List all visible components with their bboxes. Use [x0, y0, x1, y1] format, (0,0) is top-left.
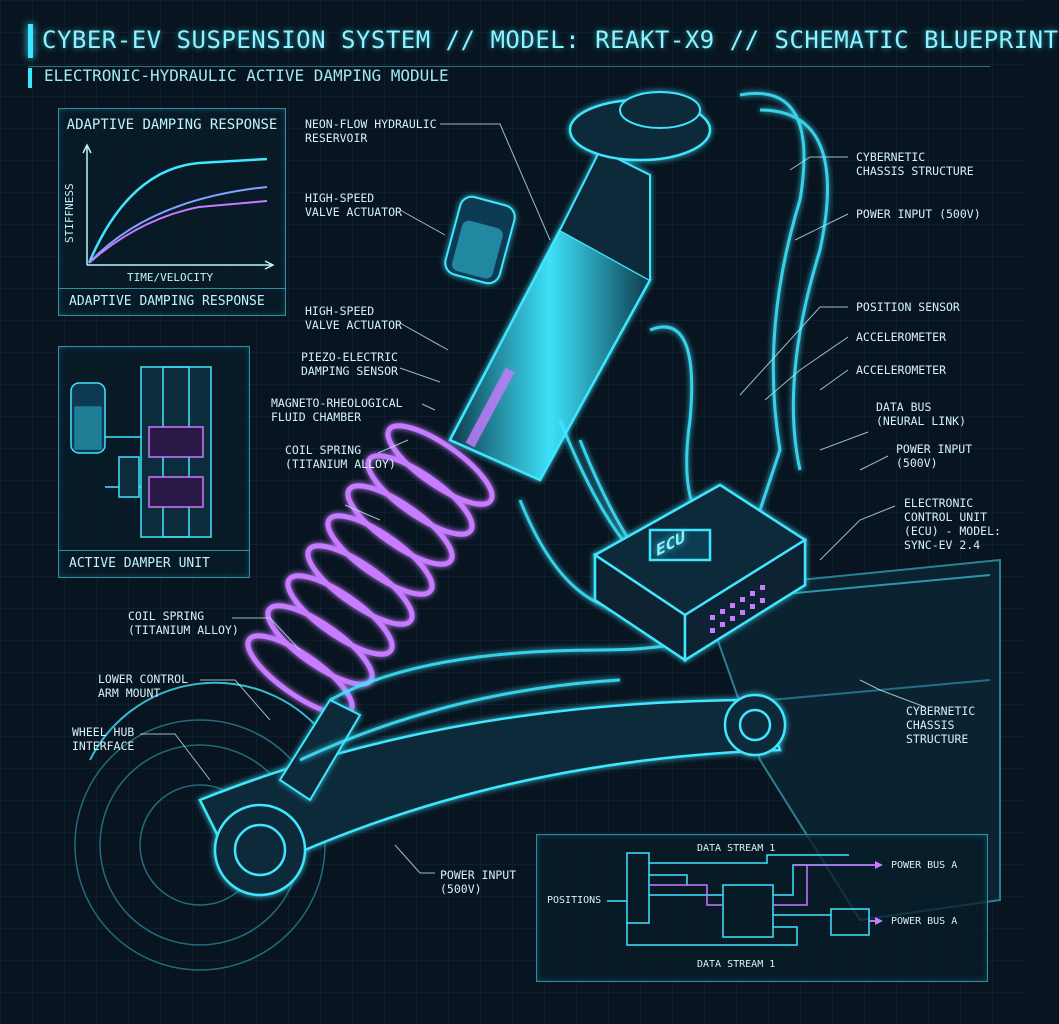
damping-response-panel: ADAPTIVE DAMPING RESPONSE STIFFNESS TIME…: [58, 108, 286, 316]
callout-piezo-sensor: PIEZO-ELECTRIC DAMPING SENSOR: [301, 350, 398, 378]
callout-control-arm-mount: LOWER CONTROL ARM MOUNT: [98, 672, 189, 700]
callout-power-input-upper: POWER INPUT (500V): [856, 207, 981, 221]
callout-accelerometer-1: ACCELEROMETER: [856, 330, 947, 344]
damper-panel-caption: ACTIVE DAMPER UNIT: [59, 550, 249, 577]
callout-leaders-left: [140, 123, 551, 781]
callout-hydraulic-reservoir: NEON-FLOW HYDRAULIC RESERVOIR: [305, 117, 437, 145]
suspension-illustration: [74, 91, 1001, 971]
callout-wheel-hub: WHEEL HUB INTERFACE: [72, 725, 135, 753]
ecu-led-array: [710, 585, 765, 633]
callout-leaders-right: [394, 156, 926, 874]
callout-power-input-lower: POWER INPUT (500V): [440, 868, 517, 896]
callout-accelerometer-2: ACCELEROMETER: [856, 363, 947, 377]
response-curve-magenta: [88, 200, 268, 264]
damping-response-graph: STIFFNESS TIME/VELOCITY: [63, 143, 275, 284]
data-stream-panel: DATA STREAM 1 DATA STREAM 1 POSITIONS PO…: [536, 834, 988, 982]
positions-input-label: POSITIONS: [547, 895, 601, 906]
callout-ecu-model: ELECTRONIC CONTROL UNIT (ECU) - MODEL: S…: [904, 496, 1001, 552]
reservoir: [444, 195, 516, 285]
callout-valve-actuator-upper: HIGH-SPEED VALVE ACTUATOR: [305, 191, 402, 219]
callout-power-input-middle: POWER INPUT (500V): [896, 442, 973, 470]
callout-chassis-structure-lower: CYBERNETIC CHASSIS STRUCTURE: [906, 704, 976, 746]
control-arm: [198, 693, 787, 897]
callout-magneto-chamber: MAGNETO-RHEOLOGICAL FLUID CHAMBER: [271, 396, 403, 424]
page-subtitle: ELECTRONIC-HYDRAULIC ACTIVE DAMPING MODU…: [44, 66, 449, 85]
response-curve-blue: [88, 186, 268, 264]
callout-position-sensor: POSITION SENSOR: [856, 300, 960, 314]
callout-data-bus: DATA BUS (NEURAL LINK): [876, 400, 967, 428]
data-flow-diagram: DATA STREAM 1 DATA STREAM 1 POSITIONS PO…: [547, 843, 957, 970]
response-curve-cyan: [87, 157, 268, 264]
damping-panel-title: ADAPTIVE DAMPING RESPONSE: [66, 117, 278, 133]
callout-coil-spring-lower: COIL SPRING (TITANIUM ALLOY): [128, 609, 239, 637]
subtitle-accent-bar: [28, 68, 32, 88]
data-stream-top-label: DATA STREAM 1: [697, 843, 775, 854]
damping-panel-caption: ADAPTIVE DAMPING RESPONSE: [59, 288, 285, 315]
damper-cutaway-drawing: [70, 366, 212, 538]
damper-unit-panel: ACTIVE DAMPER UNIT: [58, 346, 250, 578]
callout-chassis-structure-upper: CYBERNETIC CHASSIS STRUCTURE: [856, 150, 974, 178]
callout-valve-actuator-lower: HIGH-SPEED VALVE ACTUATOR: [305, 304, 402, 332]
data-stream-bottom-label: DATA STREAM 1: [697, 959, 775, 970]
page-title: CYBER-EV SUSPENSION SYSTEM // MODEL: REA…: [42, 26, 1059, 54]
title-bar: CYBER-EV SUSPENSION SYSTEM // MODEL: REA…: [28, 18, 1058, 67]
power-bus-a-upper-label: POWER BUS A: [891, 860, 957, 871]
title-accent-bar: [28, 24, 33, 58]
callout-coil-spring-upper: COIL SPRING (TITANIUM ALLOY): [285, 443, 396, 471]
power-bus-a-lower-label: POWER BUS A: [891, 916, 957, 927]
coil-spring: [245, 423, 495, 717]
damping-y-label: STIFFNESS: [63, 183, 76, 243]
damping-x-label: TIME/VELOCITY: [127, 271, 213, 284]
